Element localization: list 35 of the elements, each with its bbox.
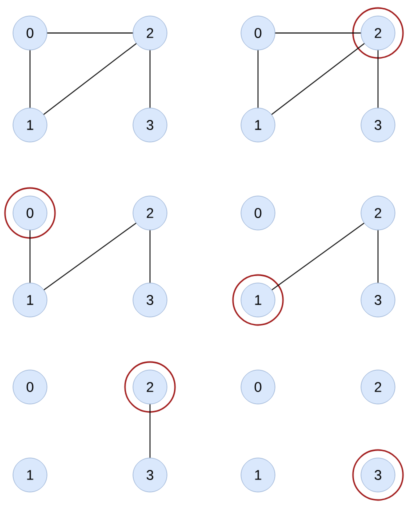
graph-node: 0	[12, 16, 48, 50]
graph-node: 3	[132, 108, 168, 142]
edge-line	[271, 222, 365, 290]
graph-node: 3	[132, 282, 168, 318]
edge-line	[274, 32, 362, 34]
graph-node: 2	[132, 16, 168, 50]
highlight-ring	[4, 187, 56, 239]
highlight-ring	[232, 274, 284, 326]
graph-node: 1	[240, 458, 276, 492]
edge-line	[46, 32, 134, 34]
graph-node: 0	[240, 196, 276, 230]
graph-node: 0	[12, 370, 48, 404]
graph-node: 3	[360, 282, 396, 318]
graph-node: 0	[240, 16, 276, 50]
graph-node: 2	[360, 370, 396, 404]
graph-node: 0	[12, 196, 48, 230]
graph-node: 0	[240, 370, 276, 404]
edge-line	[43, 43, 137, 115]
graph-node: 1	[12, 108, 48, 142]
graph-node: 3	[360, 458, 396, 492]
edge-line	[271, 43, 365, 115]
graph-node: 1	[12, 282, 48, 318]
graph-node: 2	[360, 16, 396, 50]
graph-node: 1	[240, 108, 276, 142]
graph-node: 1	[240, 282, 276, 318]
highlight-ring	[352, 449, 404, 501]
graph-node: 2	[360, 196, 396, 230]
graph-node: 2	[132, 370, 168, 404]
highlight-ring	[124, 361, 176, 413]
graph-node: 1	[12, 458, 48, 492]
graph-node: 3	[132, 458, 168, 492]
edge-line	[43, 222, 137, 290]
graph-node: 2	[132, 196, 168, 230]
highlight-ring	[352, 7, 404, 59]
graph-node: 3	[360, 108, 396, 142]
